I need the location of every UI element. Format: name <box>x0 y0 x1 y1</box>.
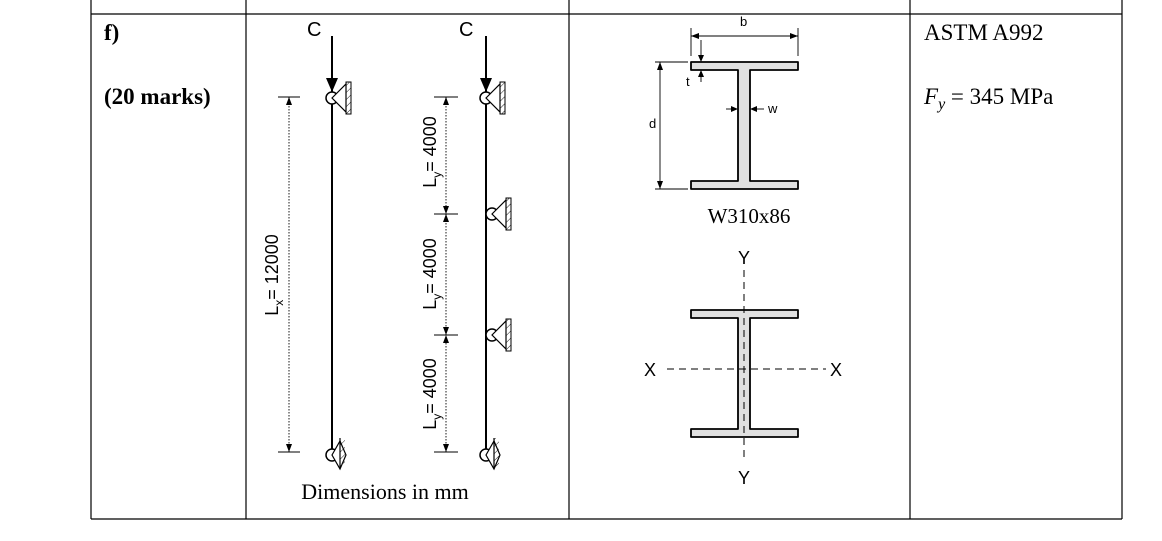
section-designation: W310x86 <box>708 204 791 228</box>
ly-label-middle: Ly= 4000 <box>420 238 444 310</box>
column-sketch: C <box>262 19 512 504</box>
load-arrow-right <box>480 78 492 92</box>
yield-strength: Fy = 345 MPa <box>923 84 1053 113</box>
pin-support-right-bottom <box>479 438 501 471</box>
dimensions-note: Dimensions in mm <box>301 479 468 504</box>
pin-support-top-left <box>325 81 352 115</box>
dim-d-label: d <box>649 116 656 131</box>
axis-x-left: X <box>644 360 656 380</box>
ly-dimensions <box>434 96 458 453</box>
i-section-dimensioned <box>690 61 799 190</box>
material-grade: ASTM A992 <box>924 20 1044 45</box>
ly-label-bottom: Ly= 4000 <box>420 358 444 430</box>
pin-support-right-3 <box>485 318 512 352</box>
load-label-right: C <box>459 19 473 41</box>
pin-support-right-2 <box>485 197 512 231</box>
ly-label-top: Ly= 4000 <box>420 116 444 188</box>
load-label-left: C <box>307 19 321 41</box>
question-marks: (20 marks) <box>104 84 211 109</box>
i-section-axes <box>690 309 799 438</box>
lx-label: Lx= 12000 <box>262 234 286 316</box>
axis-y-top: Y <box>738 248 750 268</box>
load-arrow-left <box>326 78 338 92</box>
question-label: f) <box>104 20 119 45</box>
table-grid <box>90 0 1123 520</box>
axis-y-bottom: Y <box>738 468 750 488</box>
lx-dimension <box>278 96 300 453</box>
pin-support-right-1 <box>479 81 506 115</box>
dim-w-label: w <box>767 101 778 116</box>
axis-x-right: X <box>830 360 842 380</box>
dim-b-label: b <box>740 14 747 29</box>
pin-support-bottom-left <box>325 438 347 471</box>
left-column: C <box>262 19 352 471</box>
right-column: C <box>420 19 512 471</box>
wide-flange-section: b d t w W310x86 X X Y Y <box>644 14 842 488</box>
dim-t-label: t <box>686 74 690 89</box>
